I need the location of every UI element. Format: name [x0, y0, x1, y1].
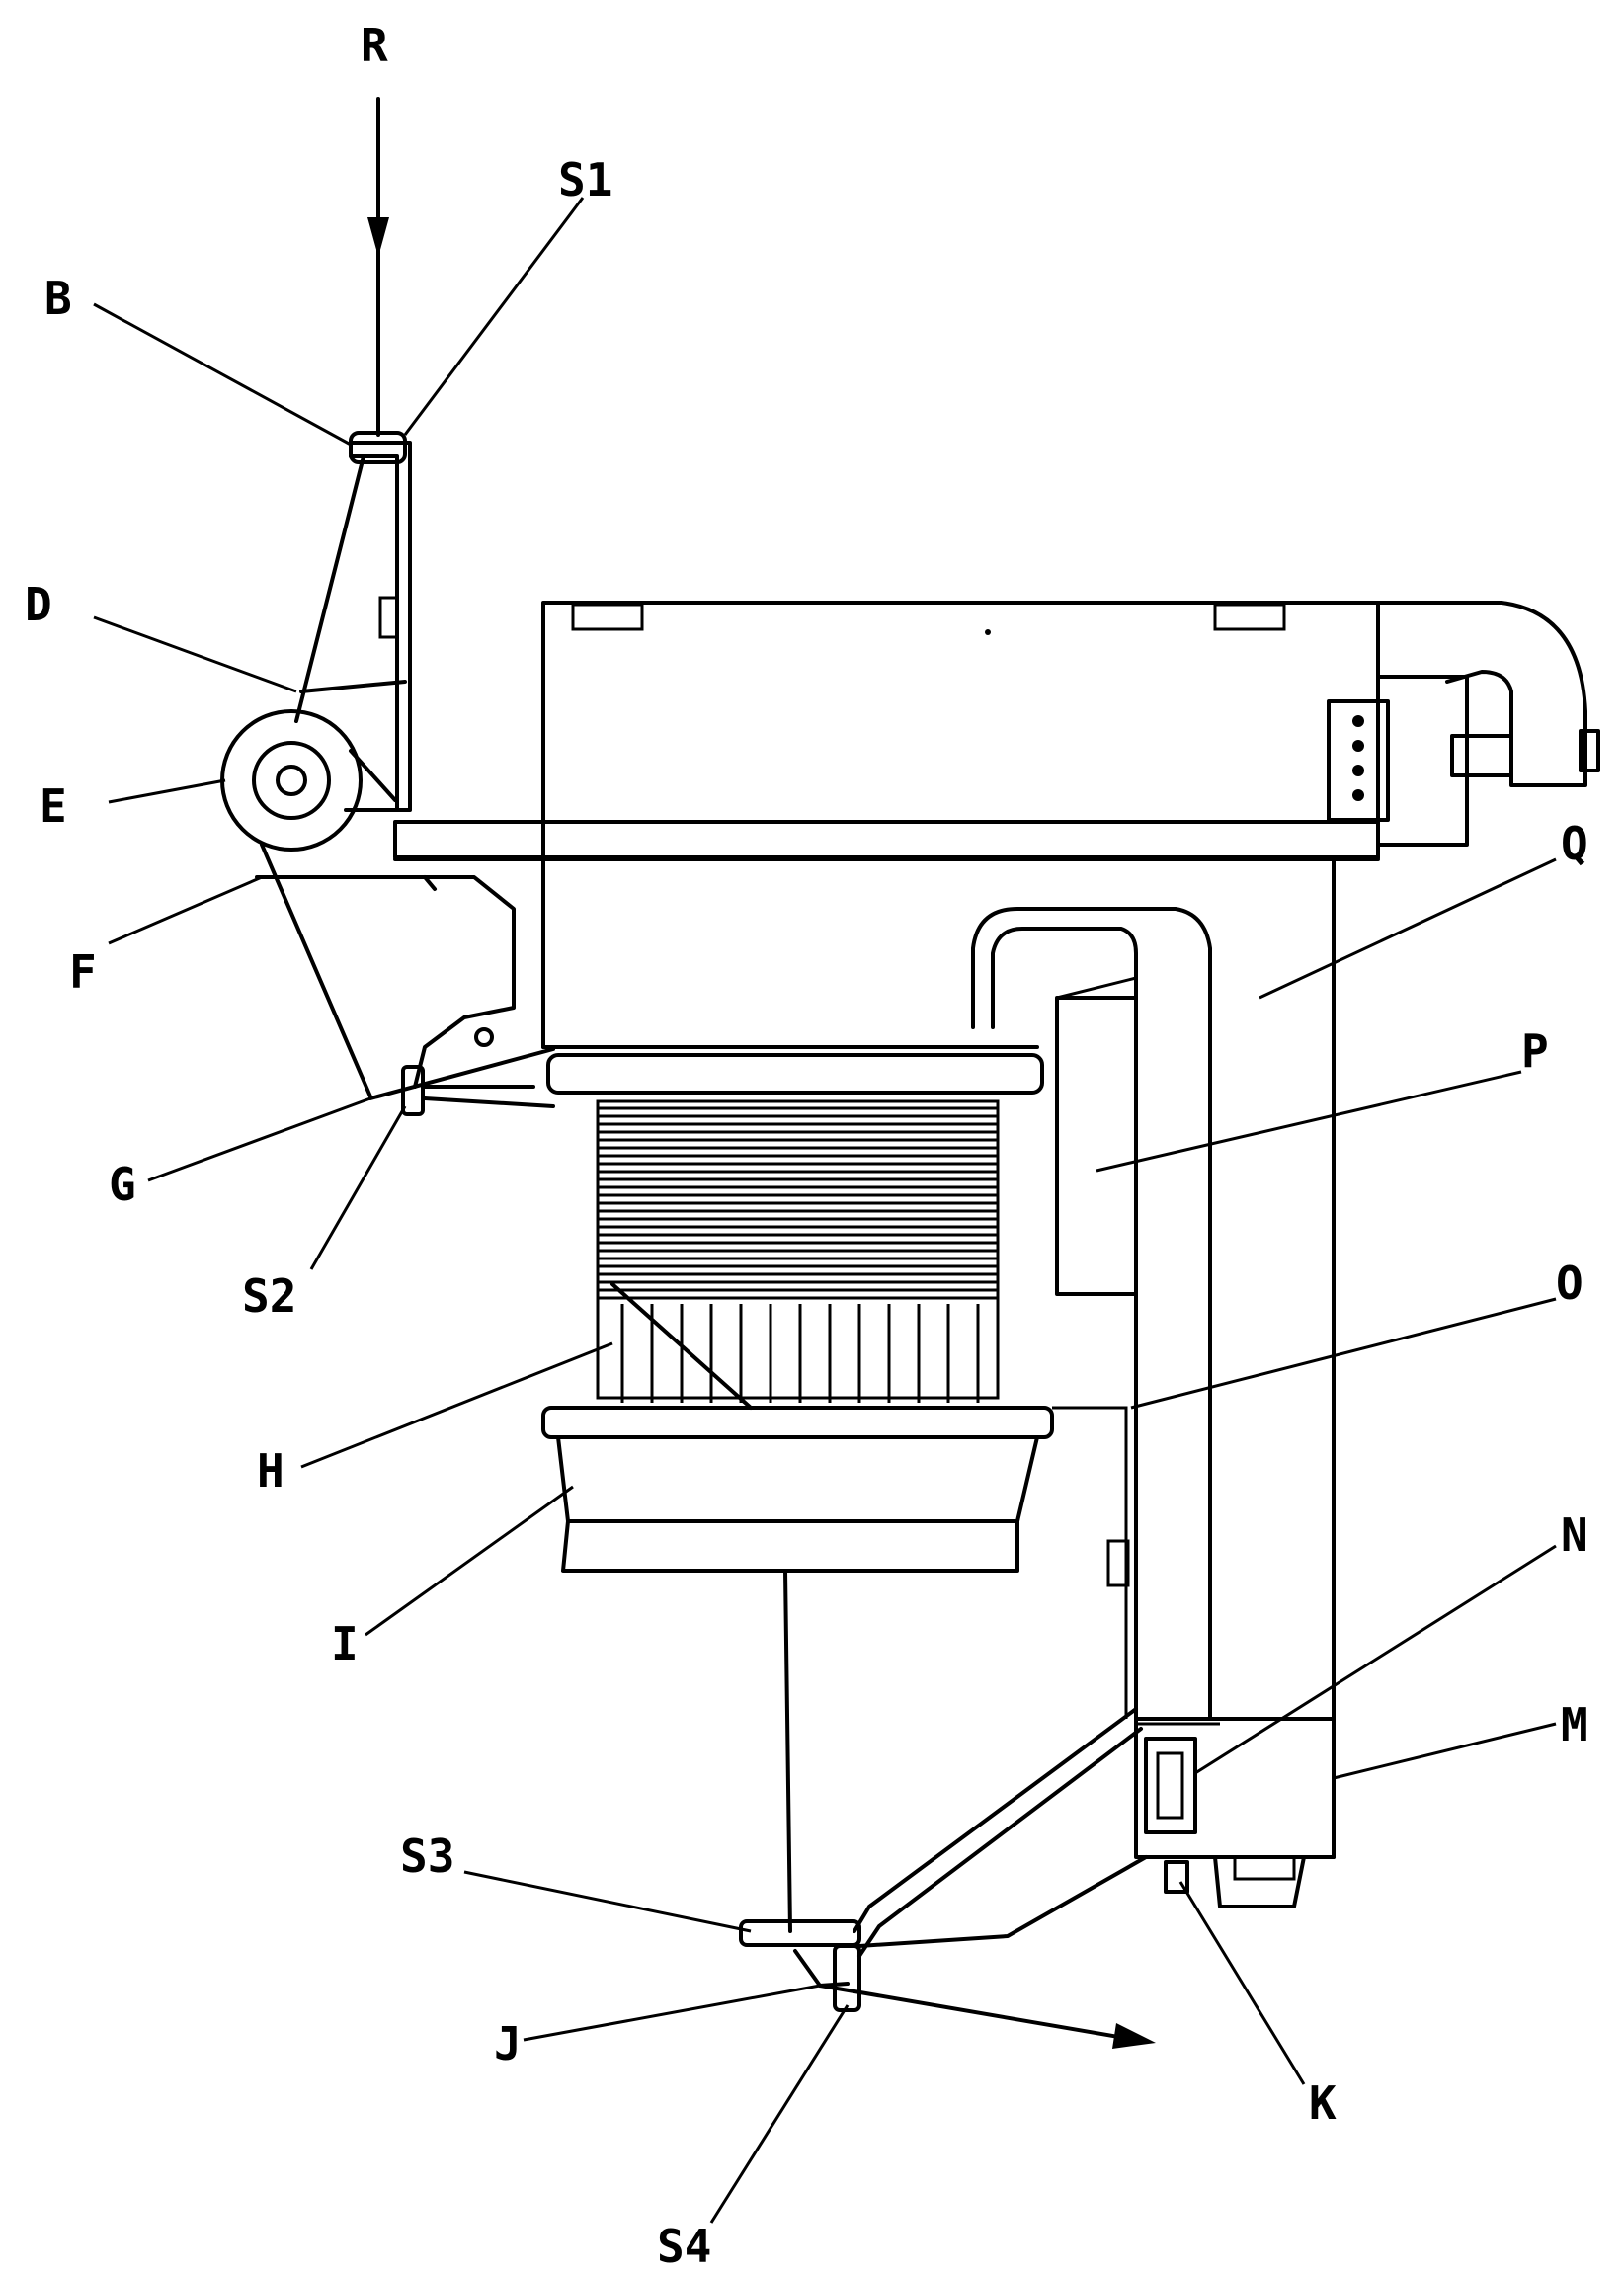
label-r: R [361, 19, 388, 72]
label-s4: S4 [657, 2220, 711, 2273]
label-p: P [1521, 1024, 1549, 1078]
sensor-window-p [1057, 978, 1136, 1294]
arm-o [1052, 1408, 1128, 1719]
label-b: B [44, 272, 72, 325]
lower-bracket [741, 1709, 1146, 2010]
frame-q [973, 857, 1334, 1857]
brush-ring-i [543, 1408, 1052, 1571]
label-n: N [1561, 1508, 1588, 1562]
label-k: K [1309, 2076, 1337, 2130]
winding-drum [598, 1101, 998, 1408]
label-s3: S3 [400, 1829, 454, 1883]
yarn-drum-to-s3 [785, 1571, 790, 1931]
yarn-e-to-g [262, 845, 370, 1096]
label-q: Q [1561, 817, 1588, 870]
label-g: G [109, 1158, 136, 1211]
label-m: M [1561, 1698, 1588, 1751]
motor-assembly [1329, 603, 1598, 845]
input-arrow-r [367, 99, 389, 435]
upper-drum-flange [548, 1055, 1042, 1093]
output-arrow [820, 1984, 1156, 2049]
tension-wheel-e [222, 711, 395, 850]
label-j: J [494, 2017, 522, 2070]
drum-fingers [622, 1304, 978, 1403]
label-s2: S2 [242, 1269, 296, 1323]
label-d: D [25, 578, 52, 631]
label-s1: S1 [558, 153, 612, 206]
label-i: I [331, 1617, 359, 1670]
eyelet-g [370, 1029, 553, 1114]
label-f: F [69, 945, 97, 999]
label-e: E [40, 779, 67, 833]
yarn-b-to-e [296, 456, 364, 721]
label-o: O [1556, 1257, 1583, 1310]
main-housing [395, 603, 1378, 1047]
label-h: H [257, 1444, 284, 1498]
